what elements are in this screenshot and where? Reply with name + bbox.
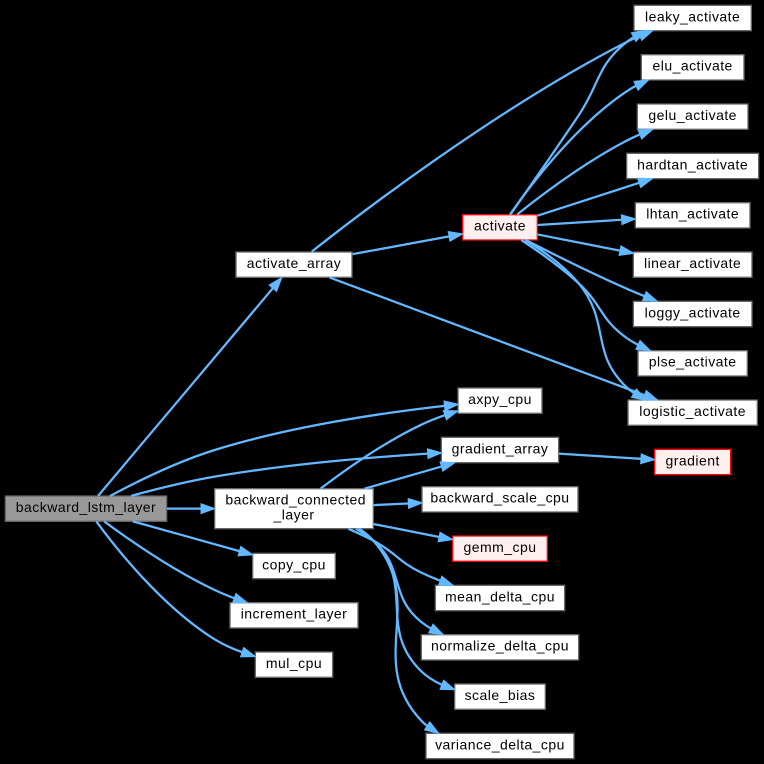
svg-text:plse_activate: plse_activate [649, 354, 737, 370]
svg-text:mul_cpu: mul_cpu [266, 655, 322, 671]
svg-text:leaky_activate: leaky_activate [645, 8, 740, 24]
svg-text:gemm_cpu: gemm_cpu [464, 539, 537, 555]
svg-text:activate_array: activate_array [247, 255, 341, 271]
svg-text:linear_activate: linear_activate [644, 255, 741, 271]
svg-text:backward_lstm_layer: backward_lstm_layer [16, 499, 156, 515]
svg-text:lhtan_activate: lhtan_activate [646, 206, 739, 222]
svg-text:activate: activate [474, 218, 526, 234]
svg-text:mean_delta_cpu: mean_delta_cpu [445, 588, 555, 604]
svg-text:gradient_array: gradient_array [452, 440, 549, 456]
svg-text:normalize_delta_cpu: normalize_delta_cpu [431, 638, 569, 654]
svg-text:variance_delta_cpu: variance_delta_cpu [435, 736, 565, 752]
svg-text:loggy_activate: loggy_activate [645, 304, 741, 320]
svg-text:gelu_activate: gelu_activate [648, 107, 737, 123]
svg-text:copy_cpu: copy_cpu [262, 556, 326, 572]
svg-text:scale_bias: scale_bias [465, 687, 536, 703]
svg-text:_layer: _layer [273, 506, 315, 522]
svg-text:axpy_cpu: axpy_cpu [468, 391, 532, 407]
svg-text:hardtan_activate: hardtan_activate [637, 156, 748, 172]
svg-text:gradient: gradient [666, 452, 720, 468]
svg-text:backward_connected: backward_connected [225, 492, 366, 508]
svg-text:backward_scale_cpu: backward_scale_cpu [430, 490, 569, 506]
svg-text:elu_activate: elu_activate [653, 58, 733, 74]
svg-text:logistic_activate: logistic_activate [639, 403, 746, 419]
svg-text:increment_layer: increment_layer [241, 606, 348, 622]
